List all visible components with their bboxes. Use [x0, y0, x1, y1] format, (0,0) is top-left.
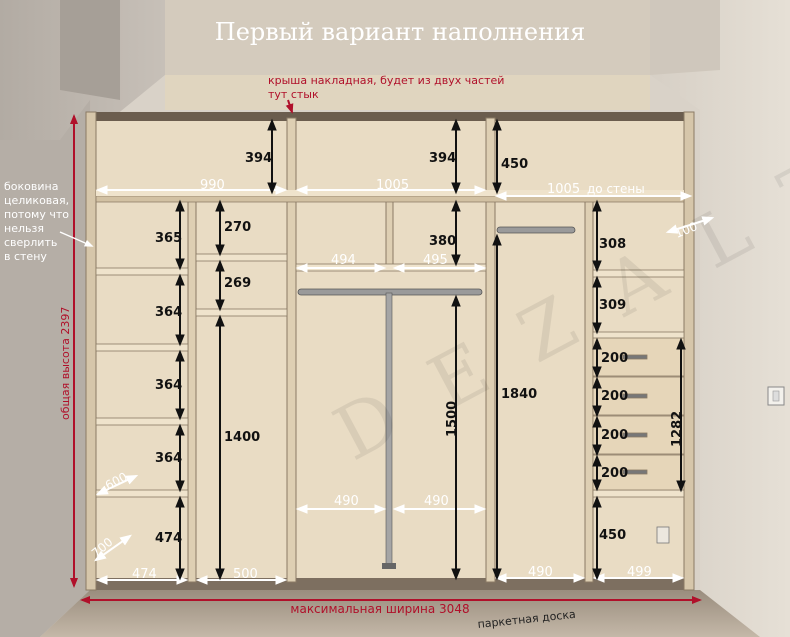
- dim-1005-right: 1005: [547, 182, 580, 197]
- light-switch-key: [772, 390, 780, 402]
- dim-1840: 1840: [501, 387, 537, 402]
- right-rail: [496, 226, 576, 234]
- svg-text:потому что: потому что: [4, 208, 69, 221]
- cabinet-roof: [92, 112, 690, 121]
- partition-middle: [385, 195, 394, 267]
- dim-1282: 1282: [670, 411, 685, 447]
- right-side-panel: [683, 111, 695, 591]
- dim-270: 270: [224, 220, 251, 235]
- dim-200-b: 200: [601, 389, 628, 404]
- dim-500: 500: [233, 567, 258, 582]
- dim-450-bottom: 450: [599, 528, 626, 543]
- back-wall-top: [165, 75, 650, 110]
- dim-364-a: 364: [155, 305, 182, 320]
- wall-socket: [656, 526, 670, 544]
- roof-joint-note: тут стык: [268, 88, 319, 101]
- dim-line-100: [665, 216, 715, 234]
- left-side-panel: [85, 111, 97, 591]
- dim-490a: 490: [334, 494, 359, 509]
- dim-364-b: 364: [155, 378, 182, 393]
- dim-490b: 490: [424, 494, 449, 509]
- partition-4: [584, 195, 594, 583]
- dim-394-right: 394: [429, 151, 456, 166]
- dim-499: 499: [627, 565, 652, 580]
- side-note-pointer: [59, 231, 94, 247]
- left-column-shelves: [95, 267, 189, 498]
- max-width-label: максимальная ширина 3048: [290, 602, 469, 616]
- left-pillar: [60, 0, 120, 100]
- side-panel-note: боковина целиковая, потому что нельзя св…: [4, 180, 69, 263]
- svg-text:нельзя: нельзя: [4, 222, 44, 235]
- dim-200-a: 200: [601, 351, 628, 366]
- drawer-handle-4: [622, 469, 648, 475]
- svg-text:целиковая,: целиковая,: [4, 194, 69, 207]
- black-dimension-lines: [175, 118, 686, 581]
- drawer-handle-3: [622, 432, 648, 438]
- dim-474-width: 474: [132, 567, 157, 582]
- dim-1005-middle: 1005: [376, 178, 409, 193]
- drawer-handle-1: [622, 354, 648, 360]
- svg-text:сверлить: сверлить: [4, 236, 57, 249]
- right-wall: [650, 0, 790, 637]
- dim-474-height: 474: [155, 531, 182, 546]
- partition-1: [187, 195, 197, 583]
- red-dimension-lines: [70, 99, 702, 604]
- dim-line-700: [94, 534, 132, 562]
- dim-494: 494: [331, 253, 356, 268]
- rail-support-base: [382, 563, 396, 569]
- dim-394-left: 394: [245, 151, 272, 166]
- dim-380: 380: [429, 234, 456, 249]
- svg-text:в стену: в стену: [4, 250, 47, 263]
- ceiling: [165, 0, 650, 75]
- right-pillar: [650, 0, 720, 75]
- dim-1500: 1500: [445, 401, 460, 437]
- hanging-rails: [297, 226, 576, 569]
- dim-450-top: 450: [501, 157, 528, 172]
- dim-490c: 490: [528, 565, 553, 580]
- dim-365: 365: [155, 231, 182, 246]
- dim-990: 990: [200, 178, 225, 193]
- dim-309: 309: [599, 298, 626, 313]
- dim-line-600: [95, 474, 139, 496]
- drawer-handle-2: [622, 393, 648, 399]
- svg-text:боковина: боковина: [4, 180, 58, 193]
- joint-pointer: [285, 99, 294, 114]
- dim-200-d: 200: [601, 466, 628, 481]
- dim-364-c: 364: [155, 451, 182, 466]
- total-height-label: общая высота 2397: [59, 307, 72, 420]
- partition-2: [286, 117, 297, 583]
- second-column-shelves: [195, 253, 288, 317]
- dim-269: 269: [224, 276, 251, 291]
- dim-495: 495: [423, 253, 448, 268]
- dim-1400: 1400: [224, 430, 260, 445]
- white-dimension-lines: [94, 185, 715, 585]
- roof-note: крыша накладная, будет из двух частей: [268, 74, 504, 87]
- to-wall-label: до стены: [587, 182, 645, 196]
- left-wall-lower: [0, 100, 90, 637]
- diagram-title: Первый вариант наполнения: [215, 18, 585, 46]
- dim-308: 308: [599, 237, 626, 252]
- dim-200-c: 200: [601, 428, 628, 443]
